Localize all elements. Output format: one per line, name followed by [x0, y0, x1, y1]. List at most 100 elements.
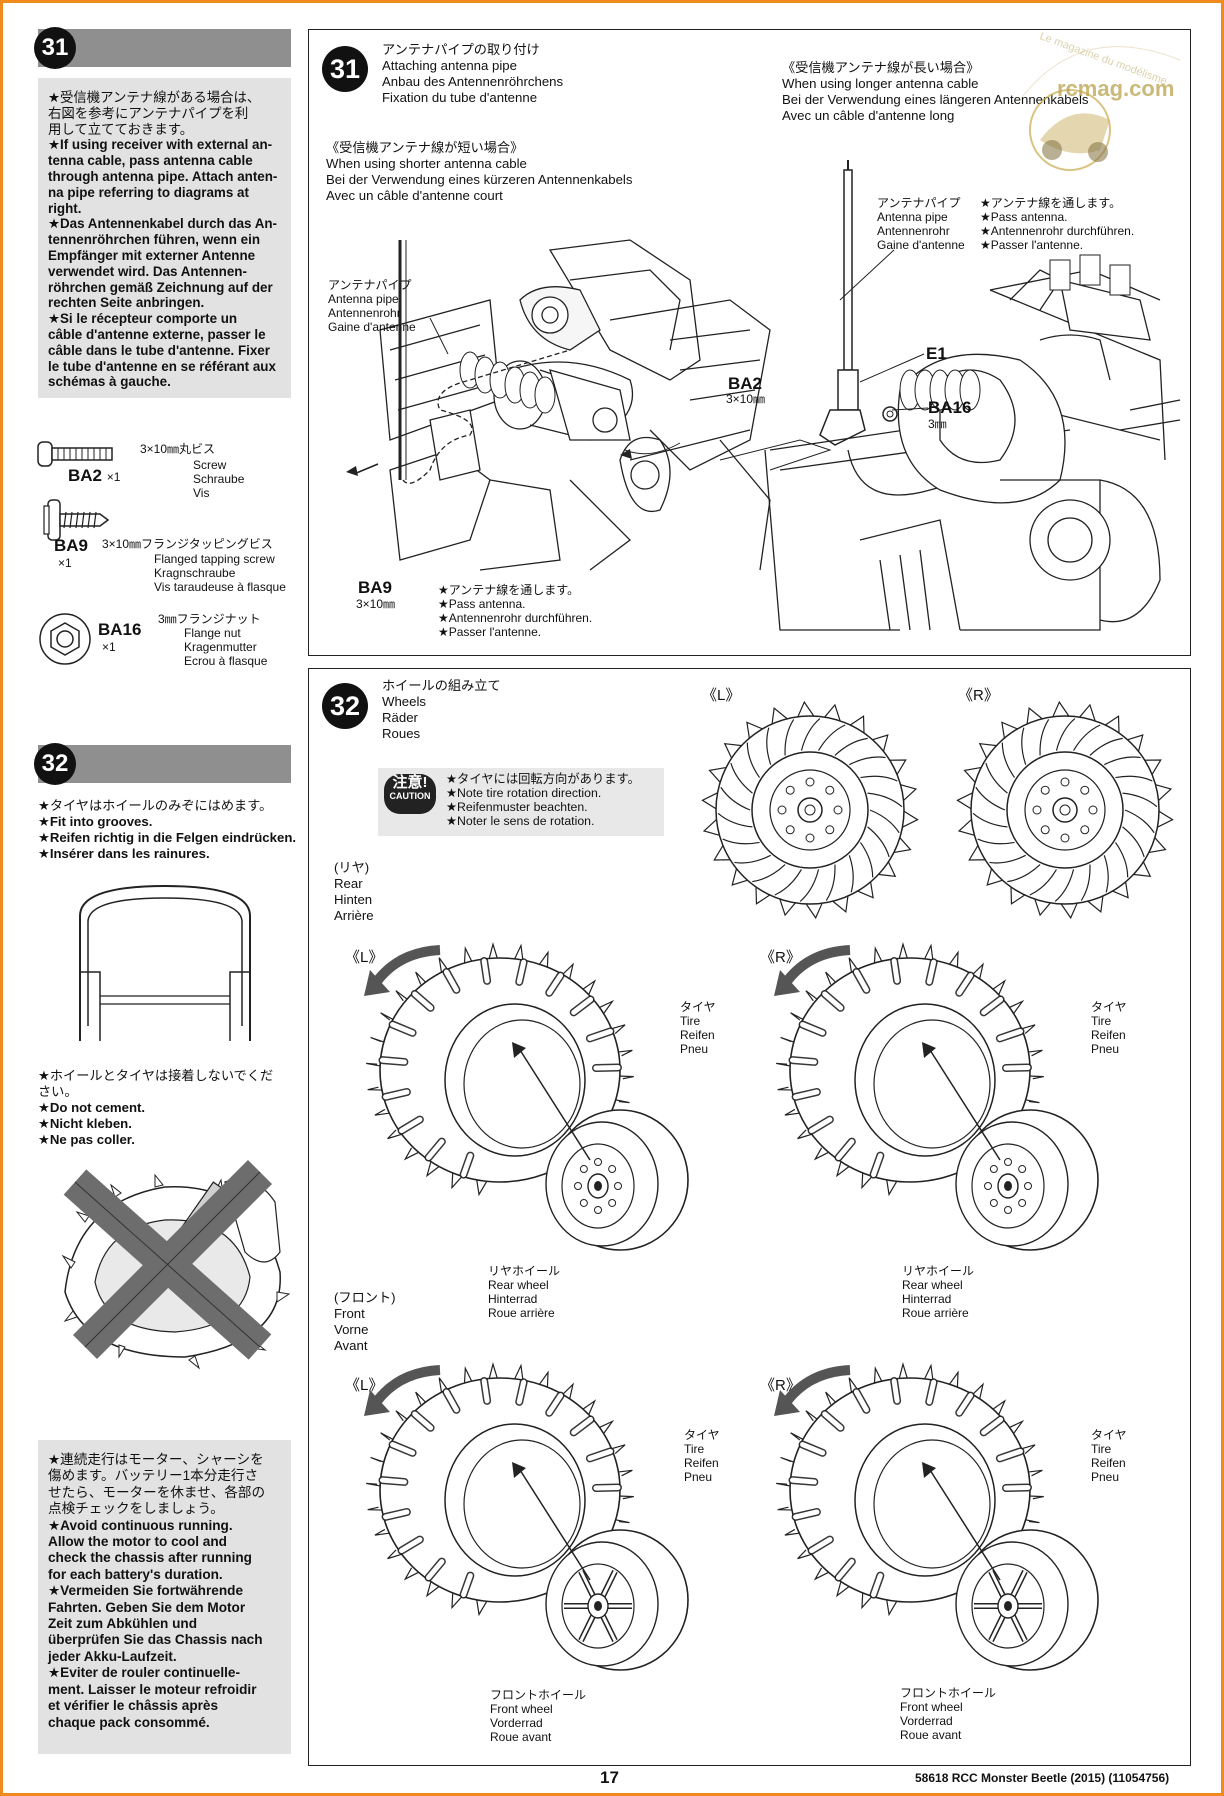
fr-tire-fr: Pneu [1091, 1470, 1120, 1484]
long-pass-en: ★Pass antenna. [980, 210, 1068, 224]
long-cable-jp: 《受信機アンテナ線が長い場合》 [782, 60, 980, 75]
wheel-bolt [989, 1198, 998, 1207]
fit-grooves-note: ★タイヤはホイールのみぞにはめます。 ★Fit into grooves. ★R… [38, 798, 298, 862]
tire-lug-face [426, 1559, 445, 1581]
pipe-label-fr: Gaine d'antenne [328, 320, 416, 334]
rlw-jp: リヤホイール [488, 1264, 561, 1278]
panel-31-ba16-code: BA16 [928, 398, 972, 417]
wheel-bolt [1032, 805, 1042, 815]
frw-fr: Roue avant [900, 1728, 962, 1742]
tire-spike [374, 1528, 395, 1536]
tire-lug-face [379, 1477, 407, 1485]
caution-badge: 注意!CAUTION [384, 774, 436, 814]
tire-tread-groove [1073, 724, 1101, 751]
short-cable-chassis-illustration [346, 239, 771, 571]
step-31-note-line: ★Si le récepteur comporte un [48, 311, 238, 327]
tire-tread-lug [1059, 900, 1079, 920]
step-31-note-line: rechten Seite anbringen. [48, 295, 205, 311]
wheel-bolt [785, 825, 795, 835]
tire-tread-groove [746, 742, 761, 778]
tire-tread-lug [796, 700, 816, 720]
rear-section-label: (リヤ) Rear Hinten Arrière [334, 860, 374, 924]
wheel-bolt [989, 1165, 998, 1174]
step-31-badge: 31 [34, 27, 76, 69]
tire-spike [475, 1178, 488, 1197]
antenna-pipe-label: アンテナパイプ Antenna pipe Antennenrohr Gaine … [328, 278, 416, 334]
ba2-name-de: Schraube [193, 472, 245, 486]
wheel-bolt [614, 1182, 622, 1190]
warning-note-line: Zeit zum Abkühlen und [48, 1616, 198, 1632]
step-31-note-line: verwendet wird. Das Antennen- [48, 263, 247, 279]
fr-tire-jp: タイヤ [1091, 1428, 1127, 1442]
panel-31-ba2-code: BA2 [728, 374, 763, 393]
rl-tire-jp: タイヤ [680, 1000, 716, 1014]
tire-lug-face [956, 1393, 974, 1416]
rcmag-watermark-logo [1019, 46, 1181, 171]
long-cable-leader-lines [839, 249, 929, 411]
flw-fr: Roue avant [490, 1730, 552, 1744]
tire-lug-face [390, 1442, 416, 1456]
tire-tread-groove [766, 727, 772, 765]
step-31-note-line: tennenröhrchen führen, wenn ein [48, 232, 261, 248]
flw-jp: フロントホイール [490, 1688, 587, 1702]
rear-de: Hinten [334, 892, 373, 907]
rear-fr: Arrière [334, 908, 374, 923]
tire-tread-groove [834, 737, 868, 756]
wheel-bolt [594, 1206, 602, 1214]
tire-spike [374, 1108, 395, 1116]
warning-note-line: for each battery's duration. [48, 1566, 223, 1582]
ba9-name-fr: Vis taraudeuse à flasque [154, 580, 286, 594]
wheel-bolt [833, 805, 843, 815]
wheel-bolt [984, 1182, 992, 1190]
pipe-label-de: Antennenrohr [328, 306, 401, 320]
tire-tread-groove [985, 762, 1008, 794]
warning-note-line: ★Vermeiden Sie fortwährende [48, 1583, 244, 1599]
short-pass-de: ★Antennenrohr durchführen. [438, 611, 593, 625]
tire-tread-groove [784, 719, 795, 756]
ba2-code-text: BA2 [68, 466, 103, 485]
short-pass-fr: ★Passer l'antenne. [438, 625, 542, 639]
rear-left-wheel-assembly-illustration [364, 941, 689, 1251]
ba2-name-en: Screw [193, 458, 227, 472]
step-31-note-line: 右図を参考にアンテナパイプを利 [48, 105, 249, 121]
step-31-note-line: through antenna pipe. Attach anten- [48, 168, 278, 184]
panel-32-badge: 32 [322, 683, 368, 729]
caution-en: CAUTION [389, 791, 431, 801]
ba16-name-fr: Ecrou à flasque [184, 654, 268, 668]
tire-tread-groove [1029, 869, 1057, 896]
short-cable-jp: 《受信機アンテナ線が短い場合》 [326, 140, 524, 155]
tire-lug-face [399, 1537, 423, 1554]
panel-31-ba16-size: 3㎜ [928, 417, 947, 431]
ba2-code: BA2 ×1 [68, 466, 120, 486]
rl-tire-de: Reifen [680, 1028, 715, 1042]
pipe-label-en: Antenna pipe [328, 292, 399, 306]
watermark-text: rcmag.com [1057, 76, 1175, 101]
wheel-bolt [1018, 1198, 1027, 1207]
front-de: Vorne [334, 1322, 369, 1337]
ba2-size: 3×10㎜丸ビス [140, 442, 216, 456]
tire-tread-groove [1114, 842, 1129, 878]
tire-tread-groove [1115, 775, 1153, 782]
tire-inner-groove [463, 1019, 581, 1149]
right-wheel-front-view-illustration [956, 700, 1174, 920]
long-cable-fr: Avec un câble d'antenne long [782, 108, 955, 123]
tire-inner-groove [873, 1439, 991, 1569]
tire-tread-groove [1021, 727, 1027, 765]
tire-lug-face [571, 1417, 594, 1435]
warning-note-line: chaque pack consommé. [48, 1714, 210, 1730]
short-cable-fr: Avec un câble d'antenne court [326, 188, 503, 203]
flw-en: Front wheel [490, 1702, 553, 1716]
rotation-arrow-head [774, 970, 800, 996]
rotation-arrow [784, 1365, 851, 1404]
tire-lug-face [587, 1028, 613, 1041]
tire-lug-face [789, 1477, 817, 1485]
tire-lug-face [871, 1573, 883, 1598]
tire-tread-lug [731, 866, 750, 886]
ba9-size: 3×10㎜フランジタッピングビス [102, 537, 273, 551]
ba16-names: Flange nut Kragenmutter Ecrou à flasque [184, 626, 267, 668]
p31-title-de: Anbau des Antennenröhrchens [382, 74, 564, 89]
step-31-note-line: röhrchen gemäß Zeichnung auf der [48, 279, 273, 295]
wheel-bolt [574, 1182, 582, 1190]
insert-arrow-head [512, 1462, 526, 1478]
